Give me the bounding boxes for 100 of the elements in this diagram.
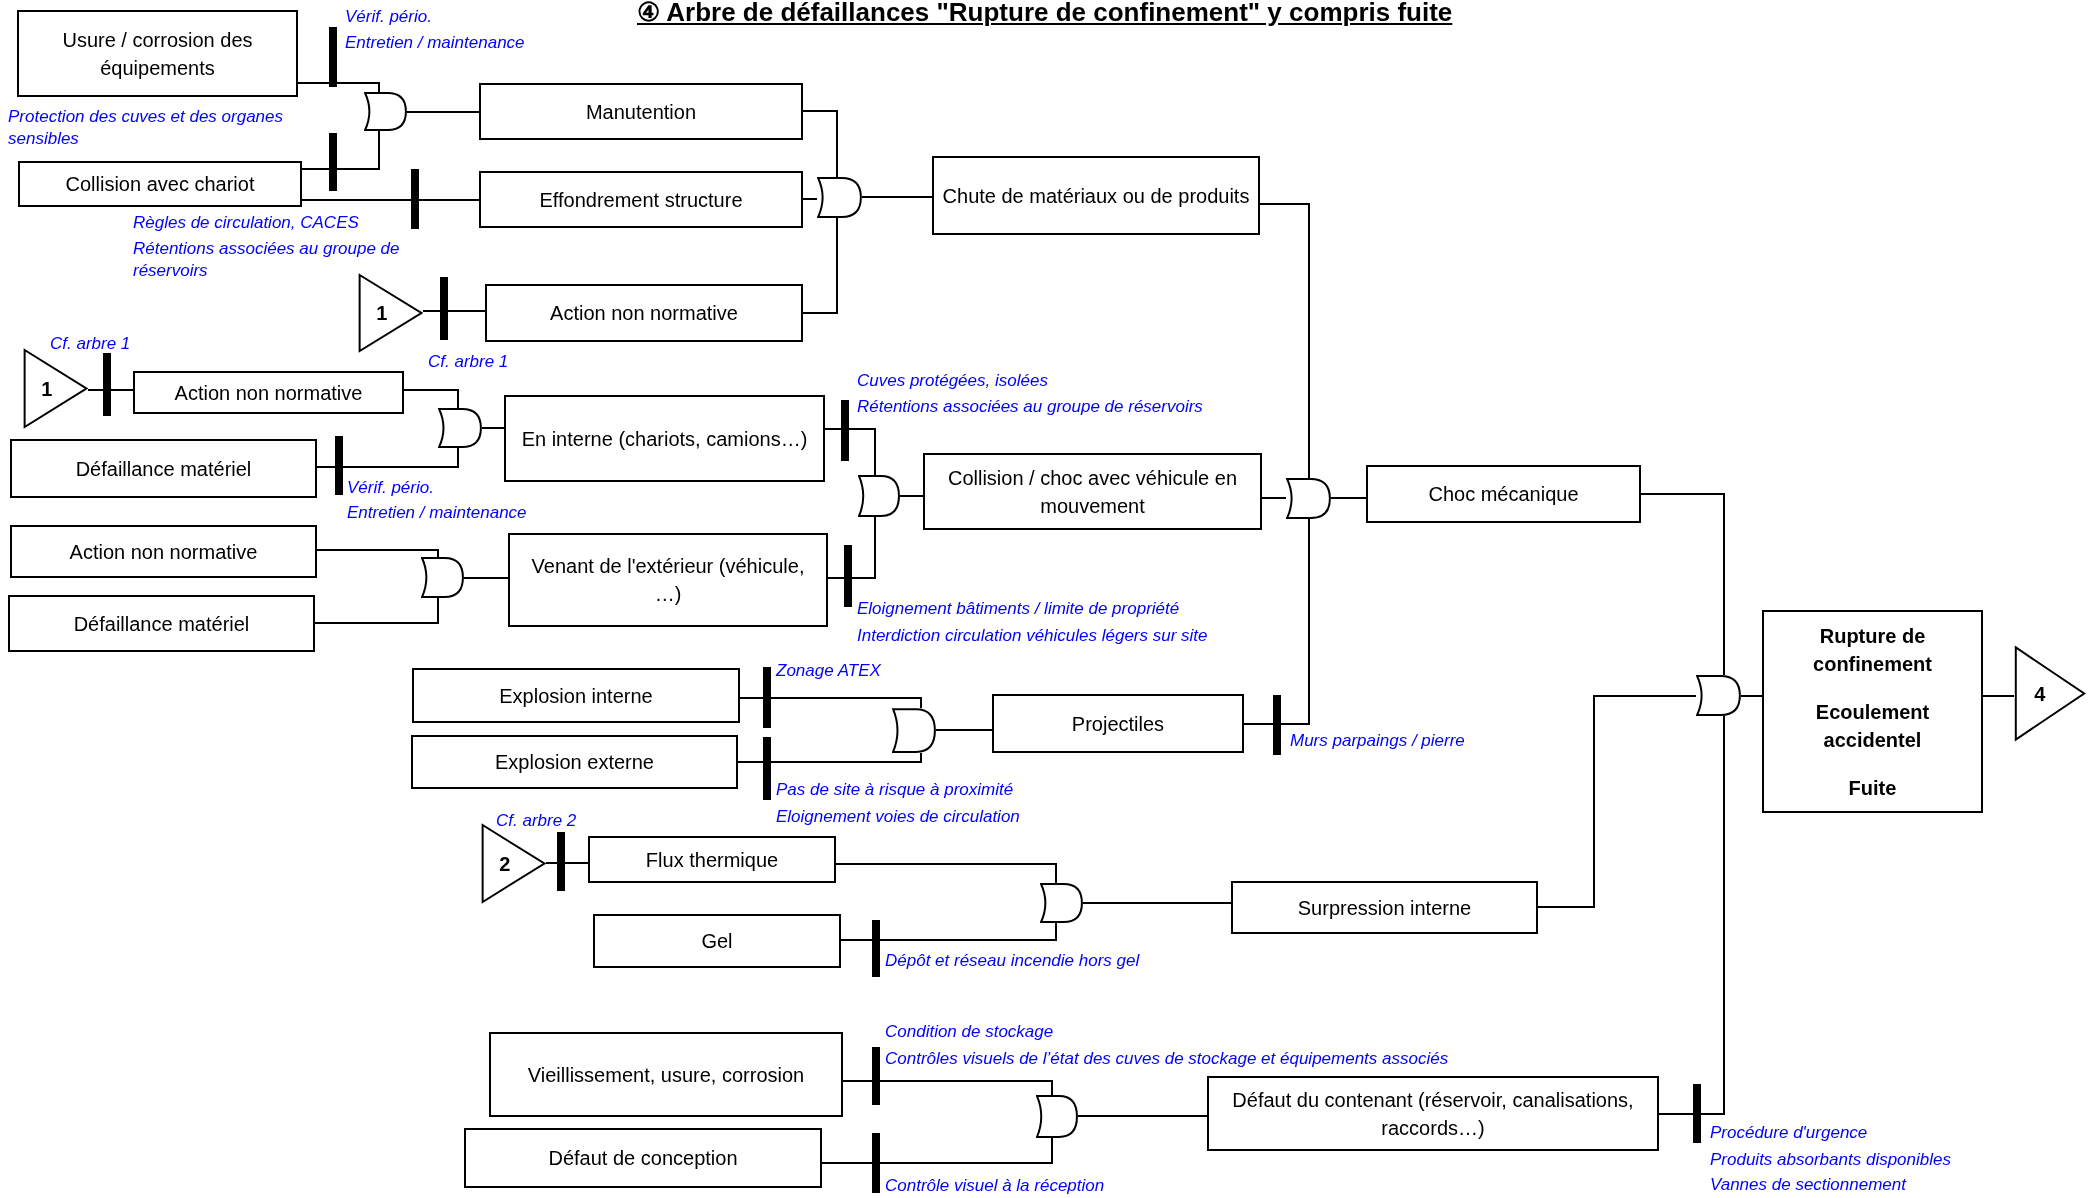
barrier-note: Murs parpaings / pierre	[1290, 730, 1465, 752]
connector-line	[1259, 203, 1310, 479]
event-text: Ecoulement accidentel	[1814, 699, 1931, 753]
or-gate	[1286, 478, 1331, 519]
event-text: Rupture de confinement	[1812, 623, 1933, 677]
event-box	[411, 735, 738, 789]
event-text: En interne (chariots, camions…)	[521, 426, 808, 452]
event-box	[479, 83, 803, 140]
barrier-note: Eloignement bâtiments / limite de propriété	[857, 598, 1180, 620]
transfer-triangle	[358, 273, 423, 353]
event-box	[10, 439, 317, 498]
connector-line	[1658, 715, 1725, 1115]
barrier-note: Produits absorbants disponibles	[1710, 1149, 1951, 1171]
connector-line	[840, 922, 1057, 941]
or-gate	[817, 177, 862, 218]
barrier-note: Cf. arbre 2	[496, 810, 577, 832]
event-text: Action non normative	[69, 539, 258, 565]
connector-line	[802, 110, 838, 178]
event-box	[588, 836, 836, 883]
barrier-note: Rétentions associées au groupe de réservoirs	[857, 396, 1203, 418]
barrier-note: Interdiction circulation véhicules légers sur site	[857, 625, 1208, 647]
or-gate	[364, 92, 407, 131]
connector-line	[463, 577, 509, 579]
barrier-note: Rétentions associées au groupe de réservoirs	[133, 238, 401, 282]
transfer-number: 1	[376, 303, 388, 323]
transfer-number: 1	[41, 378, 53, 399]
connector-line	[737, 752, 922, 763]
connector-line	[827, 516, 876, 579]
event-box	[8, 595, 315, 652]
event-text: Chute de matériaux ou de produits	[942, 183, 1250, 209]
event-box	[133, 371, 404, 414]
barrier-note: Règles de circulation, CACES	[133, 212, 359, 234]
connector-line	[802, 198, 818, 200]
connector-line	[301, 199, 480, 201]
event-text: Venant de l'extérieur (véhicule, …)	[530, 554, 806, 607]
connector-line	[87, 389, 134, 391]
or-gate	[421, 557, 464, 598]
event-box	[508, 533, 828, 627]
connector-line	[802, 217, 838, 314]
connector-line	[835, 863, 1057, 884]
event-box	[18, 161, 302, 207]
connector-line	[821, 1137, 1053, 1164]
diagram-title: ④ Arbre de défaillances "Rupture de confinement" y compris fuite	[637, 0, 1453, 28]
or-gate	[438, 408, 482, 448]
barrier-note: Condition de stockage	[885, 1021, 1054, 1043]
connector-line	[301, 130, 380, 170]
barrier-note: Cuves protégées, isolées	[857, 370, 1048, 392]
or-gate	[1696, 675, 1741, 716]
connector-line	[1982, 695, 2015, 697]
event-box	[17, 10, 298, 97]
connector-line	[824, 428, 876, 476]
connector-line	[1243, 518, 1310, 725]
or-gate	[1040, 883, 1083, 923]
connector-line	[1330, 497, 1367, 499]
event-text: Flux thermique	[645, 847, 779, 873]
event-text: Projectiles	[1071, 711, 1165, 737]
event-box	[1207, 1076, 1659, 1151]
barrier-note: Vérif. pério.	[347, 477, 434, 499]
event-text: Usure / corrosion des équipements	[61, 27, 254, 81]
connector-line	[899, 495, 924, 497]
connector-line	[403, 389, 459, 409]
barrier-note: Zonage ATEX	[776, 660, 881, 682]
connector-line	[739, 697, 922, 709]
connector-line	[1077, 1115, 1208, 1117]
barrier-note: Eloignement voies de circulation	[776, 806, 1020, 828]
event-text: Défaillance matériel	[75, 456, 252, 482]
or-gate	[892, 708, 936, 753]
event-box	[932, 156, 1260, 235]
event-text: Action non normative	[550, 301, 738, 326]
barrier-note: Vannes de sectionnement	[1710, 1174, 1906, 1196]
barrier-note: Entretien / maintenance	[347, 502, 527, 524]
connector-line	[316, 549, 439, 558]
event-text: Explosion externe	[495, 750, 654, 775]
event-text: Défaut de conception	[548, 1146, 738, 1171]
event-text: Collision avec chariot	[65, 172, 255, 197]
connector-line	[297, 82, 380, 93]
barrier-note: Dépôt et réseau incendie hors gel	[885, 950, 1140, 972]
barrier-note: Contrôle visuel à la réception	[885, 1175, 1105, 1197]
event-box	[464, 1128, 822, 1188]
barrier-note: Procédure d'urgence	[1710, 1122, 1868, 1144]
event-text: Manutention	[585, 99, 697, 125]
connector-line	[935, 729, 993, 731]
event-text: Défaut du contenant (réservoir, canalisations, raccords…)	[1231, 1087, 1635, 1141]
event-text: Explosion interne	[499, 683, 653, 709]
barrier-note: Cf. arbre 1	[428, 351, 509, 373]
event-text: Vieillissement, usure, corrosion	[527, 1062, 805, 1088]
connector-line	[316, 447, 459, 468]
connector-line	[1261, 497, 1287, 499]
event-box	[479, 171, 803, 228]
or-gate	[858, 475, 900, 517]
barrier-note: Pas de site à risque à proximité	[776, 779, 1014, 801]
event-box	[485, 284, 803, 342]
transfer-number: 4	[2034, 683, 2046, 704]
barrier-note: Entretien / maintenance	[345, 32, 525, 54]
event-box	[10, 525, 317, 578]
event-box	[992, 694, 1244, 753]
barrier-note: Contrôles visuels de l’état des cuves de stockage et équipements associés	[885, 1048, 1449, 1070]
event-box	[593, 914, 841, 968]
event-text: Surpression interne	[1297, 895, 1472, 921]
connector-line	[1640, 493, 1725, 676]
